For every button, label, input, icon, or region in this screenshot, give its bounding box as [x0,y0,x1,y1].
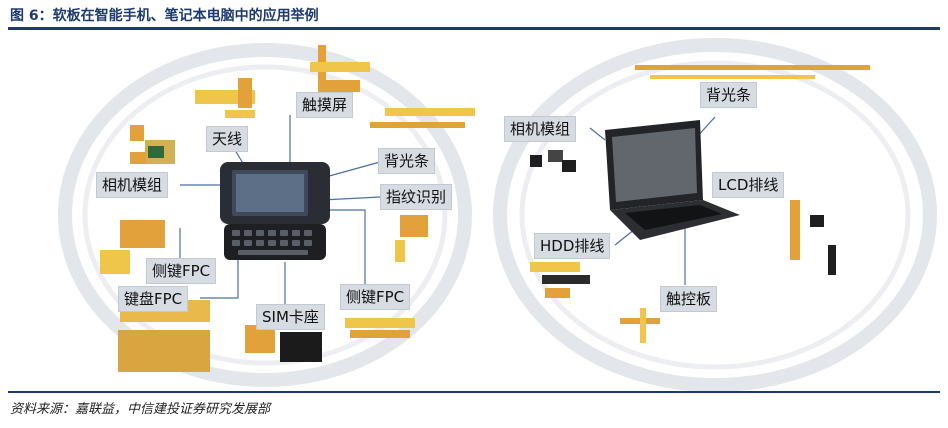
fpc-parts-laptop [530,65,870,343]
bottom-rule [8,391,940,393]
label-side-key-fpc-right: 侧键FPC [340,284,411,310]
label-touch-screen: 触摸屏 [296,92,354,118]
label-fingerprint: 指纹识别 [380,184,453,210]
label-keyboard-fpc: 键盘FPC [118,286,189,312]
label-hdd-cable: HDD排线 [534,233,611,259]
decorative-rings [58,38,937,392]
figure-source: 资料来源：嘉联益，中信建投证券研究发展部 [10,402,271,417]
label-side-key-fpc-left: 侧键FPC [146,258,217,284]
label-touchpad: 触控板 [660,286,718,312]
laptop-image [605,120,740,240]
top-rule [8,27,940,30]
label-lcd-cable: LCD排线 [712,172,785,198]
fpc-parts-phone [100,45,475,372]
label-camera-module-laptop: 相机模组 [504,116,577,142]
label-backlight-phone: 背光条 [378,148,436,174]
label-backlight-laptop: 背光条 [700,82,758,108]
label-camera-module: 相机模组 [96,172,169,198]
smartphone-image [220,162,330,260]
label-sim-socket: SIM卡座 [256,304,325,330]
label-antenna: 天线 [206,126,249,152]
figure-title: 图 6：软板在智能手机、笔记本电脑中的应用举例 [10,8,319,24]
